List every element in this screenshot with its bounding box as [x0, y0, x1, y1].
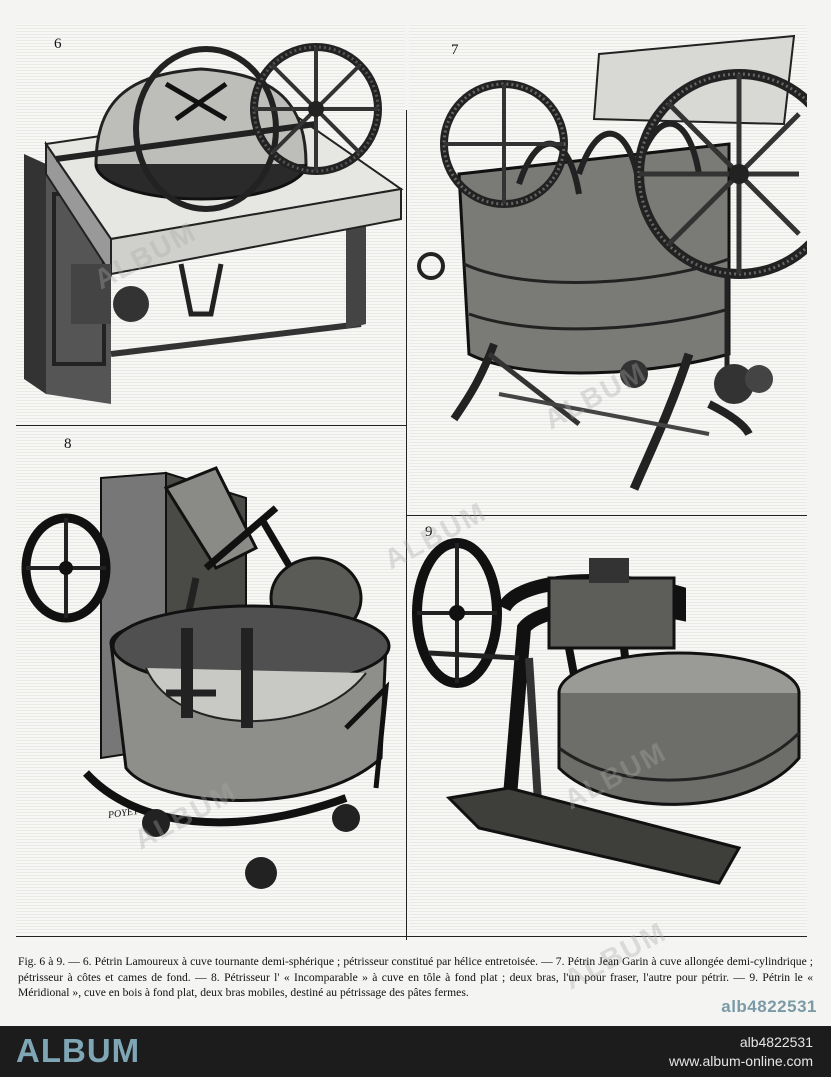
- footer-url-link[interactable]: www.album-online.com: [669, 1053, 813, 1069]
- bottom-divider: [16, 936, 807, 937]
- figure-7-number: 7: [451, 42, 459, 58]
- figure-caption: Fig. 6 à 9. — 6. Pétrin Lamoureux à cuve…: [18, 955, 813, 999]
- horizontal-divider-right: [407, 515, 807, 516]
- figure-6-panel: 6: [16, 24, 405, 424]
- vertical-divider: [406, 110, 407, 940]
- figure-8-number: 8: [64, 436, 72, 452]
- footer-bar: ALBUM alb4822531 www.album-online.com: [0, 1026, 831, 1077]
- figure-8-illustration: [21, 466, 391, 889]
- figure-9-number: 9: [425, 524, 433, 540]
- figure-9-illustration: [412, 538, 801, 885]
- stock-id-label: alb4822531: [721, 997, 817, 1016]
- figure-6-illustration: [24, 43, 404, 404]
- engraving-page: 6: [0, 0, 831, 1026]
- album-logo[interactable]: ALBUM: [16, 1032, 141, 1069]
- footer-image-id: alb4822531: [739, 1034, 813, 1050]
- figure-7-panel: 7: [409, 24, 807, 514]
- figure-8-panel: 8 POYET: [16, 428, 405, 935]
- figure-6-number: 6: [54, 36, 62, 52]
- horizontal-divider-left: [16, 425, 406, 426]
- figure-9-panel: 9: [409, 518, 807, 935]
- figure-7-illustration: [417, 34, 807, 491]
